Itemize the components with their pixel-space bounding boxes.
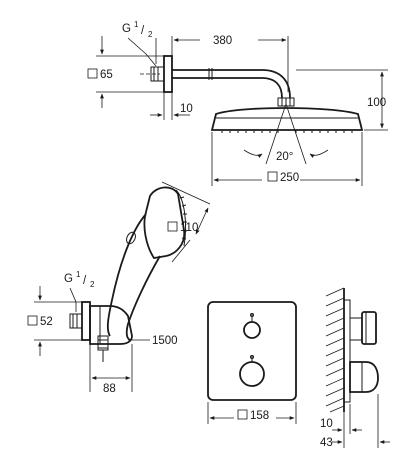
arm-flange-value: 65: [100, 69, 113, 81]
temperature-control-knob: [239, 361, 265, 387]
head-shower: [210, 97, 364, 165]
arm-length-value: 380: [213, 35, 232, 47]
head-diameter-value: 250: [280, 172, 299, 184]
head-shower-disc: [210, 107, 364, 131]
arm-thread-den: 2: [148, 30, 153, 39]
total-depth-value: 43: [320, 437, 333, 449]
spray-button: [126, 231, 136, 245]
hand-head-dimension: 110: [161, 181, 211, 263]
thermostat-plate: [207, 301, 297, 401]
wall-hatching: [325, 287, 345, 413]
outlet-flange: [81, 301, 91, 341]
side-depth-dimensions: 10 43: [320, 394, 390, 449]
outlet-thread-den: 2: [90, 280, 95, 289]
hand-shower-head: [143, 186, 186, 259]
head-shower-nozzles: [221, 130, 353, 133]
square-symbol: [267, 171, 278, 182]
square-symbol: [87, 68, 98, 79]
outlet-depth-value: 88: [103, 383, 116, 395]
square-symbol: [167, 221, 178, 232]
arm-flange-dimension: 65: [87, 36, 164, 108]
plate-size-value: 158: [250, 410, 269, 422]
side-temp-knob: [349, 361, 379, 393]
head-height-dimension: 100: [296, 69, 388, 131]
tilt-line-left: [265, 103, 287, 165]
outlet-size-dimension: 52: [27, 286, 82, 356]
arm-thread-g: G: [122, 23, 131, 35]
arm-offset-value: 10: [180, 103, 193, 115]
outlet-thread-num: 1: [76, 270, 81, 279]
outlet-depth-dimension: 88: [89, 344, 133, 395]
outlet-thread-g: G: [64, 273, 73, 285]
thermostat-front: [207, 301, 297, 401]
arm-wall-flange: [163, 55, 173, 93]
arm-tube-bottom: [172, 77, 283, 99]
head-diameter-dimension: 250: [211, 132, 363, 186]
svg-text:/: /: [141, 25, 145, 37]
square-symbol: [237, 409, 248, 420]
square-symbol: [27, 315, 38, 326]
head-height-value: 100: [367, 97, 386, 109]
plate-depth-value: 10: [320, 418, 333, 430]
tilt-angle-value: 20°: [276, 151, 293, 163]
wall-outlet: [69, 301, 150, 362]
arm-thread-num: 1: [134, 20, 139, 29]
arm-length-dimension: 380: [171, 35, 289, 92]
side-plate: [343, 299, 351, 403]
thermostat-side: [325, 287, 379, 413]
outlet-holder-body: [89, 305, 133, 345]
plate-size-dimension: 158: [207, 402, 297, 424]
arm-thread-label: G 1 / 2: [122, 20, 157, 67]
hand-shower: [106, 186, 188, 341]
shower-arm: [140, 55, 291, 99]
arm-offset-dimension: 10: [150, 92, 193, 120]
svg-text:/: /: [83, 275, 87, 287]
hose-length-value: 1500: [152, 335, 178, 347]
side-flow-knob: [349, 317, 363, 341]
tilt-line-right: [285, 103, 307, 165]
hand-shower-handle-right: [125, 255, 161, 341]
arm-tube-top: [172, 69, 291, 99]
hand-shower-handle-left: [106, 213, 147, 337]
flow-control-knob: [243, 321, 261, 339]
hand-head-value: 110: [180, 222, 198, 234]
tilt-angle-dimension: 20°: [243, 149, 329, 163]
outlet-size-value: 52: [40, 316, 53, 328]
